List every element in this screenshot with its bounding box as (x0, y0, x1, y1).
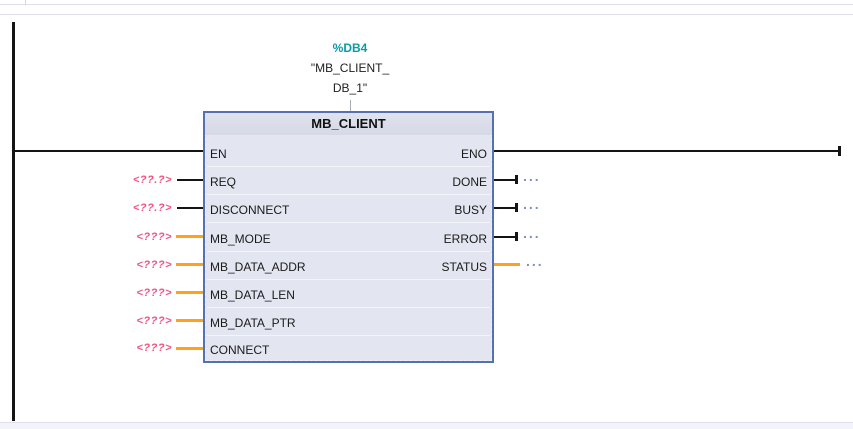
status-stub-wire (494, 263, 520, 266)
row-separator (207, 251, 490, 252)
req-stub-wire (177, 179, 203, 181)
operand-placeholder-error[interactable]: ... (523, 225, 541, 241)
operand-placeholder-status[interactable]: ... (526, 253, 544, 269)
instance-db-label[interactable]: %DB4 "MB_CLIENT_ DB_1" (240, 38, 460, 98)
eno-wire-endcap (838, 146, 841, 156)
eno-wire (494, 150, 840, 152)
power-rail (12, 22, 15, 421)
disconnect-stub-wire (177, 207, 203, 209)
row-separator (207, 335, 490, 336)
network-footer-band (0, 423, 853, 429)
done-stub-endcap (515, 175, 518, 184)
instance-name-line1[interactable]: "MB_CLIENT_ (310, 61, 390, 75)
mb-mode-stub-wire (176, 235, 203, 238)
operand-placeholder-busy[interactable]: ... (523, 196, 541, 212)
row-separator (207, 166, 490, 167)
error-stub-wire (494, 236, 515, 238)
pin-mb-data-addr[interactable]: MB_DATA_ADDR (210, 260, 306, 274)
operand-placeholder-mb-data-len[interactable]: <???> (136, 287, 172, 299)
operand-placeholder-mb-data-ptr[interactable]: <???> (136, 315, 172, 327)
pin-mb-mode[interactable]: MB_MODE (210, 232, 271, 246)
row-separator (207, 222, 490, 223)
en-wire (14, 150, 203, 152)
pin-mb-data-ptr[interactable]: MB_DATA_PTR (210, 316, 296, 330)
pin-req[interactable]: REQ (210, 175, 237, 189)
block-title: MB_CLIENT (205, 113, 492, 135)
pin-disconnect[interactable]: DISCONNECT (210, 203, 290, 217)
network-separator-top (0, 4, 853, 5)
db-address[interactable]: %DB4 (332, 41, 368, 55)
network-separator-tick (25, 0, 26, 5)
operand-placeholder-done[interactable]: ... (523, 168, 541, 184)
pin-busy[interactable]: BUSY (454, 203, 487, 217)
row-separator (207, 194, 490, 195)
network-border-bottom (0, 422, 853, 423)
pin-eno[interactable]: ENO (460, 147, 487, 161)
operand-placeholder-req[interactable]: <??.?> (132, 174, 172, 186)
busy-stub-wire (494, 207, 515, 209)
mb-data-len-stub-wire (176, 291, 203, 294)
operand-placeholder-disconnect[interactable]: <??.?> (132, 202, 172, 214)
pin-error[interactable]: ERROR (443, 232, 487, 246)
error-stub-endcap (515, 232, 518, 241)
connect-stub-wire (176, 347, 203, 350)
row-separator (207, 279, 490, 280)
instance-name-line2[interactable]: DB_1" (332, 81, 368, 95)
pin-en[interactable]: EN (210, 147, 227, 161)
pin-connect[interactable]: CONNECT (210, 343, 270, 357)
operand-placeholder-connect[interactable]: <???> (136, 342, 172, 354)
pin-done[interactable]: DONE (452, 175, 487, 189)
mb-client-block[interactable]: MB_CLIENT EN REQ DISCONNECT MB_MODE MB_D… (203, 111, 494, 363)
network-border-top (0, 14, 853, 15)
row-separator (207, 307, 490, 308)
operand-placeholder-mb-mode[interactable]: <???> (136, 231, 172, 243)
db-label-connector (350, 100, 351, 111)
pin-status[interactable]: STATUS (441, 260, 487, 274)
busy-stub-endcap (515, 203, 518, 212)
pin-mb-data-len[interactable]: MB_DATA_LEN (210, 288, 295, 302)
mb-data-ptr-stub-wire (176, 319, 203, 322)
done-stub-wire (494, 179, 515, 181)
mb-data-addr-stub-wire (176, 263, 203, 266)
operand-placeholder-mb-data-addr[interactable]: <???> (136, 259, 172, 271)
